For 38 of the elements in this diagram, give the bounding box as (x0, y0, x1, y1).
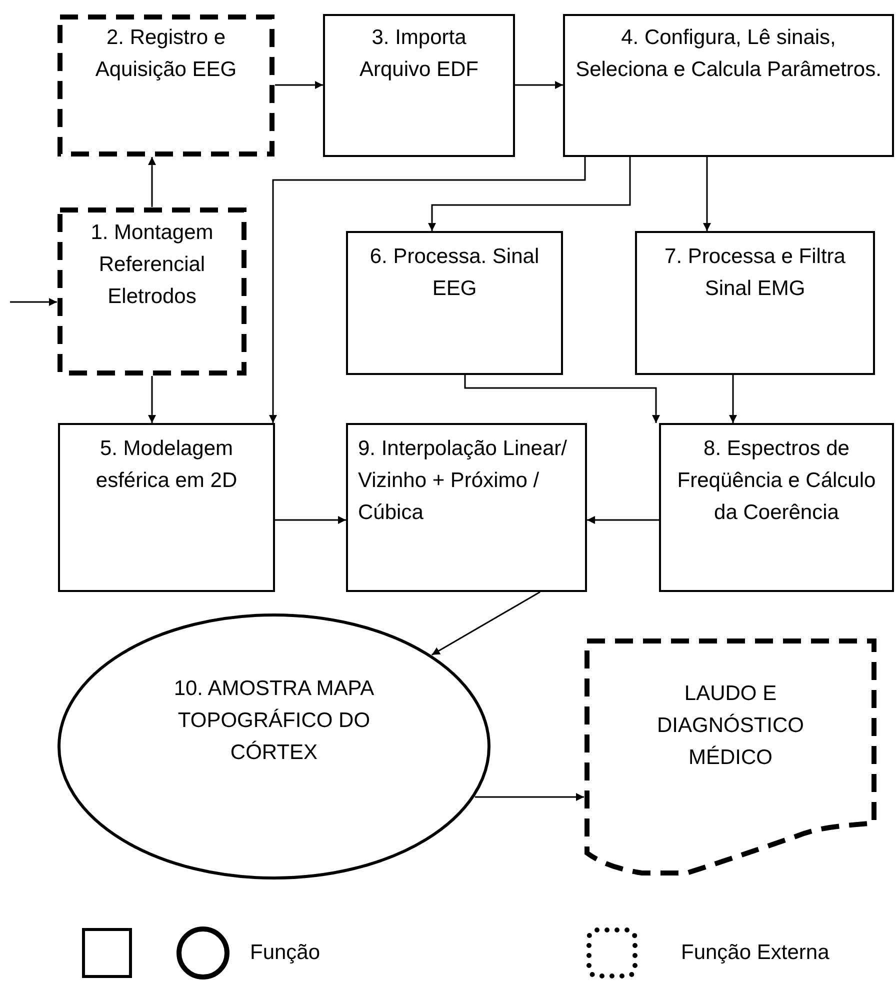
node-label: 1. Montagem Referencial Eletrodos (90, 220, 214, 310)
node-label: 10. AMOSTRA MAPA TOPOGRÁFICO DO CÓRTEX (172, 676, 376, 766)
process-box (563, 14, 894, 157)
arrow (269, 157, 586, 423)
legend-label: Função Externa (681, 940, 830, 966)
node-label: 3. Importa Arquivo EDF (358, 25, 480, 83)
dashed-process-box (57, 14, 275, 157)
arrow (148, 376, 156, 423)
process-box (346, 231, 563, 375)
node-label: 6. Processa. Sinal EEG (368, 244, 540, 302)
arrow (428, 157, 631, 231)
arrow (703, 157, 711, 231)
node-label: 2. Registro e Aquisição EEG (94, 25, 238, 83)
document-shape (584, 638, 877, 878)
node-label: 7. Processa e Filtra Sinal EMG (664, 244, 846, 302)
dashed-process-box (57, 207, 247, 376)
process-box (323, 14, 515, 157)
arrow (464, 375, 660, 423)
arrow (474, 793, 584, 801)
process-box (659, 423, 894, 592)
arrow (729, 375, 737, 423)
arrow (148, 157, 156, 207)
node-label: 9. Interpolação Linear/ Vizinho + Próximo / Cúbica (358, 436, 568, 526)
arrow (431, 591, 540, 656)
arrow (587, 516, 659, 524)
arrow (275, 516, 346, 524)
output-ellipse (57, 613, 491, 880)
node-label: 5. Modelagem esférica em 2D (94, 436, 238, 494)
node-label: 4. Configura, Lê sinais, Seleciona e Calcula Parâmetros. (575, 25, 882, 83)
arrow (515, 81, 563, 89)
process-box (346, 423, 587, 592)
node-label: LAUDO E DIAGNÓSTICO MÉDICO (656, 681, 805, 771)
process-box (635, 231, 875, 375)
legend-label: Função (250, 940, 320, 966)
arrow (10, 298, 57, 306)
process-box (58, 423, 275, 592)
arrow (275, 81, 323, 89)
node-label: 8. Espectros de Freqüência e Cálculo da Coerência (676, 436, 877, 526)
